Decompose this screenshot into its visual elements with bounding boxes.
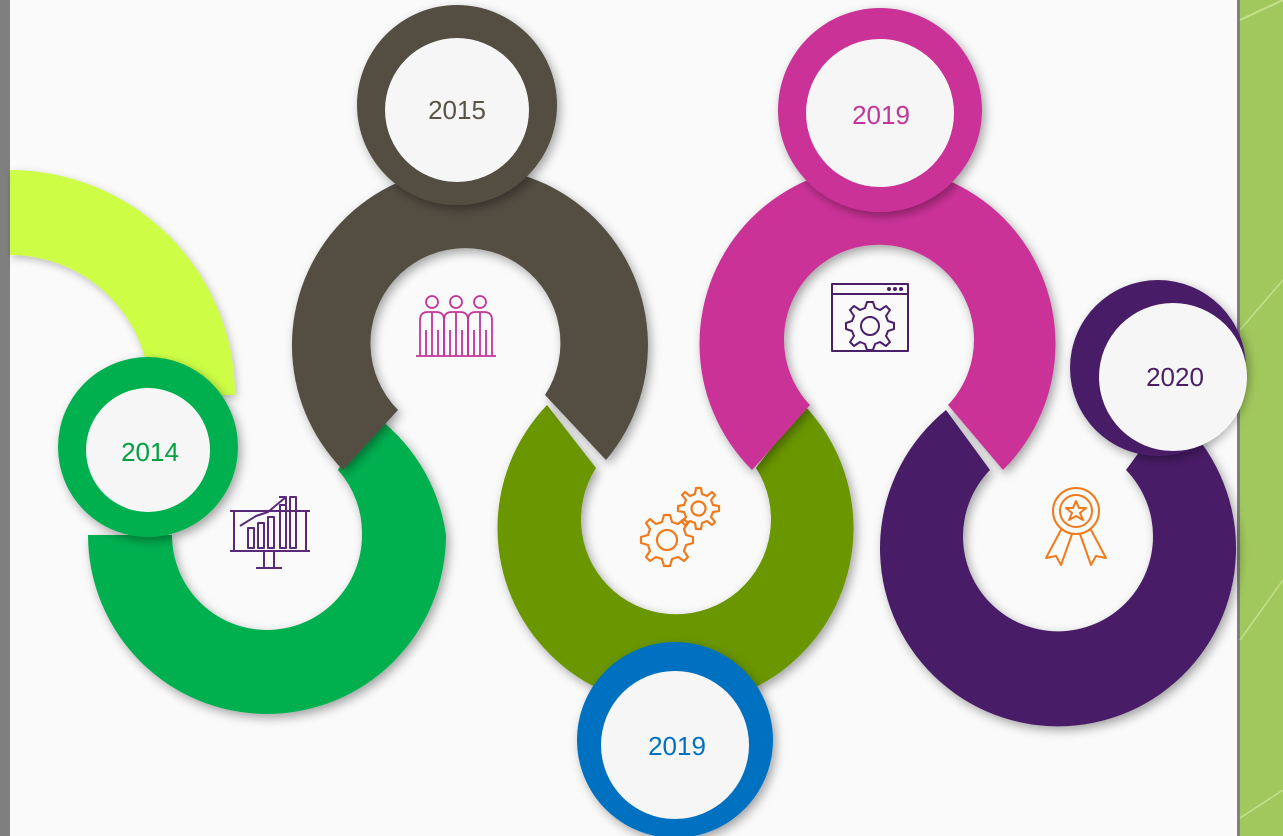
presentation-chart-icon [230, 496, 310, 569]
year-2015-label: 2015 [428, 95, 486, 125]
year-2019-bottom-label: 2019 [648, 731, 706, 761]
purple-arc [879, 410, 1236, 727]
taupe-arc [291, 167, 648, 470]
badge-2014: 2014 [58, 357, 238, 537]
magenta-arc [699, 165, 1056, 470]
business-team-icon [416, 295, 496, 357]
settings-window-icon [831, 283, 909, 352]
year-2014-label: 2014 [121, 437, 179, 467]
gears-icon [639, 486, 721, 568]
badge-2020: 2020 [1070, 280, 1247, 456]
green-arc [88, 412, 446, 714]
olive-arc [497, 405, 854, 707]
badge-2019-top: 2019 [778, 8, 982, 212]
year-2020-label: 2020 [1146, 362, 1204, 392]
lime-arc [10, 170, 235, 395]
badge-2019-bottom: 2019 [577, 642, 773, 836]
side-panel [1239, 0, 1283, 836]
year-2019-top-label: 2019 [852, 100, 910, 130]
award-ribbon-icon [1045, 487, 1107, 566]
badge-2015: 2015 [357, 5, 557, 205]
